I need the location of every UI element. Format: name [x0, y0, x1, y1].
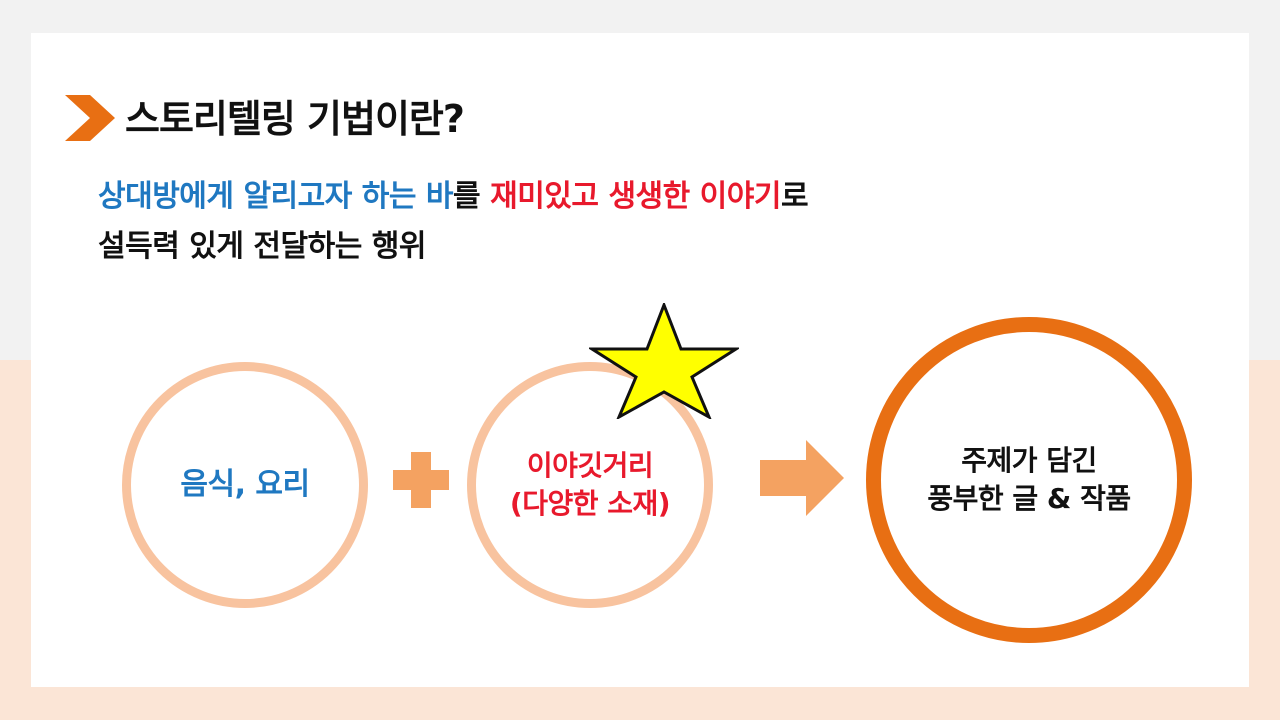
star-icon	[589, 303, 739, 419]
chevron-right-icon	[65, 95, 115, 141]
arrow-right-icon	[760, 440, 844, 516]
circle-food-label: 음식, 요리	[180, 467, 310, 502]
definition-highlight-blue: 상대방에게 알리고자 하는 바	[98, 179, 454, 214]
definition-highlight-red: 재미있고 생생한 이야기	[490, 179, 781, 214]
circle-food: 음식, 요리	[122, 362, 368, 608]
circle-result-line2: 풍부한 글 & 작품	[927, 482, 1131, 515]
definition-line-2: 설득력 있게 전달하는 행위	[98, 229, 426, 264]
page-title: 스토리텔링 기법이란?	[125, 97, 465, 141]
definition-text-black-end: 로	[780, 179, 809, 214]
circle-result: 주제가 담긴 풍부한 글 & 작품	[866, 317, 1192, 643]
circle-story-line2: (다양한 소재)	[509, 487, 671, 520]
definition-text: 상대방에게 알리고자 하는 바를 재미있고 생생한 이야기로 설득력 있게 전달…	[98, 172, 809, 272]
circle-result-line1: 주제가 담긴	[961, 444, 1097, 477]
definition-text-black: 를	[453, 179, 491, 214]
plus-icon	[393, 452, 449, 508]
circle-story-line1: 이야깃거리	[526, 449, 654, 482]
definition-line-1: 상대방에게 알리고자 하는 바를 재미있고 생생한 이야기로	[98, 172, 809, 222]
circle-story: 이야깃거리 (다양한 소재)	[467, 362, 713, 608]
